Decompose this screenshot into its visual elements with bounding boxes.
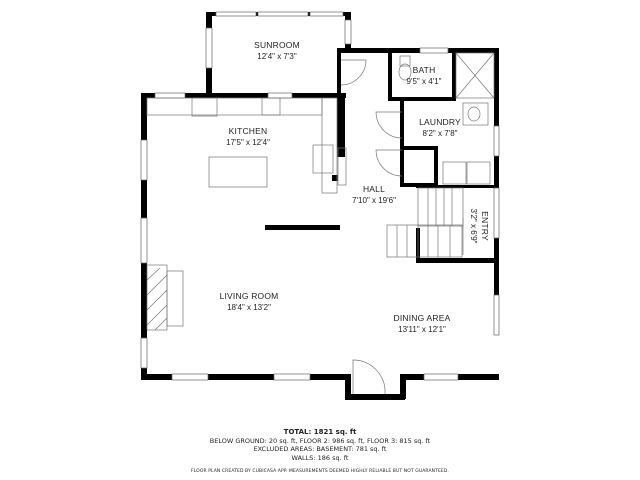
room-name: LAUNDRY	[419, 117, 461, 127]
walls-area: WALLS: 186 sq. ft	[291, 453, 349, 462]
room-name: HALL	[362, 184, 386, 194]
room-label-dining: DINING AREA 13'11" x 12'1"	[394, 313, 451, 335]
room-name: KITCHEN	[228, 126, 268, 136]
room-label-hall: HALL 7'10" x 19'6"	[352, 184, 396, 206]
total-area: TOTAL: 1821 sq. ft	[283, 428, 357, 436]
fixtures	[146, 52, 495, 395]
room-label-entry: ENTRY 3'2" x 6'9"	[468, 209, 490, 244]
room-dimensions: 17'5" x 12'4"	[226, 138, 270, 147]
room-name: BATH	[412, 65, 436, 75]
credit-disclaimer: FLOOR PLAN CREATED BY CUBICASA APP. MEAS…	[191, 469, 449, 474]
room-label-laundry: LAUNDRY 8'2" x 7'8"	[419, 117, 461, 139]
room-label-kitchen: KITCHEN 17'5" x 12'4"	[226, 126, 270, 148]
room-dimensions: 8'2" x 7'8"	[422, 129, 458, 138]
excluded-areas: EXCLUDED AREAS: BASEMENT: 781 sq. ft	[253, 445, 387, 453]
room-name: LIVING ROOM	[219, 291, 279, 301]
room-name: ENTRY	[480, 211, 490, 241]
floor-areas: BELOW GROUND: 20 sq. ft, FLOOR 2: 986 sq…	[209, 436, 431, 445]
room-label-living: LIVING ROOM 18'4" x 13'2"	[220, 291, 279, 313]
room-dimensions: 12'4" x 7'3"	[257, 52, 297, 61]
walls	[141, 12, 499, 400]
room-dimensions: 7'10" x 19'6"	[352, 196, 396, 205]
room-name: SUNROOM	[254, 40, 300, 50]
room-name: DINING AREA	[393, 313, 451, 323]
room-dimensions: 9'5" x 4'1"	[406, 77, 442, 86]
room-label-bath: BATH 9'5" x 4'1"	[407, 65, 442, 87]
room-dimensions: 13'11" x 12'1"	[398, 325, 446, 334]
room-dimensions: 18'4" x 13'2"	[227, 303, 271, 312]
area-summary: TOTAL: 1821 sq. ft BELOW GROUND: 20 sq. …	[0, 428, 640, 477]
room-label-sunroom: SUNROOM 12'4" x 7'3"	[254, 40, 300, 62]
room-dimensions: 3'2" x 6'9"	[469, 208, 478, 244]
windows	[140, 11, 500, 381]
